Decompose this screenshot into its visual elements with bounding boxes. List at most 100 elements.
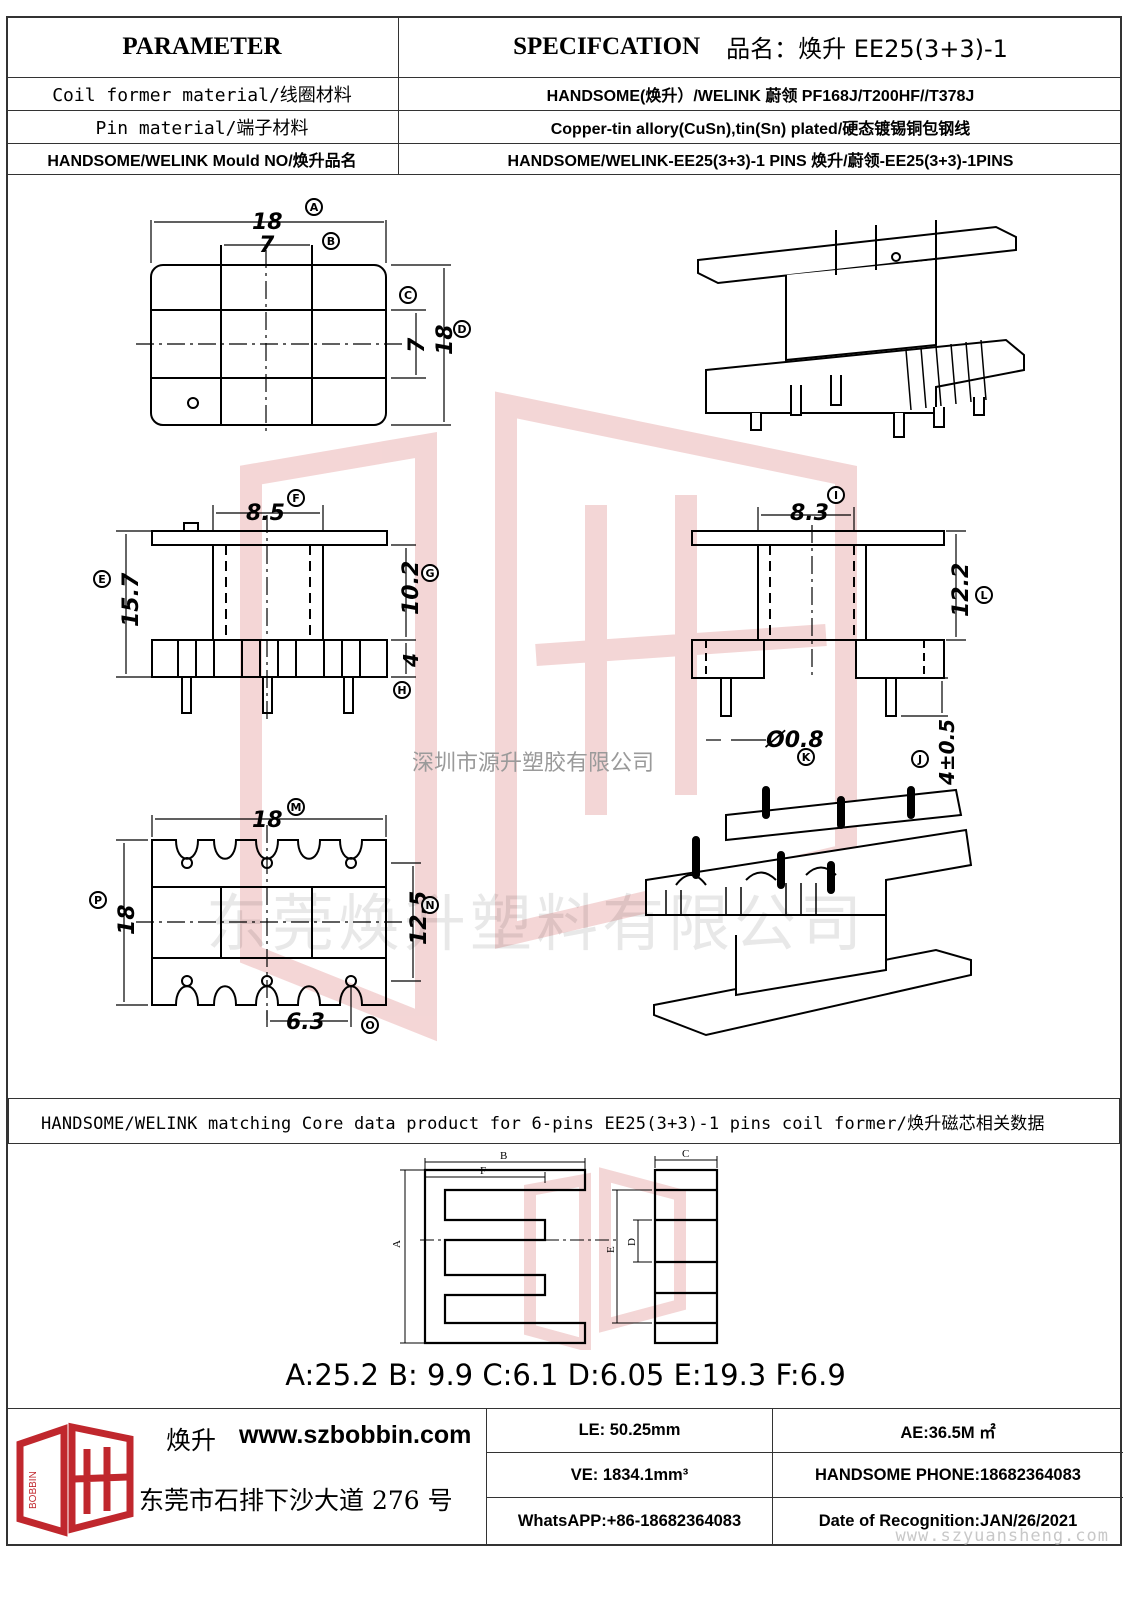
coil-material-label: Coil former material/线圈材料 xyxy=(52,85,352,106)
marker-circle-k xyxy=(797,748,815,766)
e-core-front-dims xyxy=(400,1158,620,1344)
pin-material-label: Pin material/端子材料 xyxy=(95,118,309,139)
marker-circle-b xyxy=(322,232,340,250)
isometric-view-top xyxy=(697,220,1025,438)
company-watermark-small: 深圳市源升塑胶有限公司 xyxy=(412,751,654,776)
footer-whatsapp: WhatsAPP:+86-18682364083 xyxy=(487,1498,773,1545)
bottom-view xyxy=(116,815,421,1027)
marker-circle-c xyxy=(399,286,417,304)
marker-circle-a xyxy=(305,198,323,216)
footer-table: BOBBIN 焕升 www.szbobbin.com 东莞市石排下沙大道 276… xyxy=(6,1408,1123,1546)
e-core-side xyxy=(653,1168,719,1345)
dim-o: 6.3 xyxy=(286,1010,325,1035)
bobbin-logo: BOBBIN xyxy=(16,1422,134,1537)
ve-value: VE: 1834.1mm³ xyxy=(570,1465,689,1484)
core-dimension-values: A:25.2 B: 9.9 C:6.1 D:6.05 E:19.3 F:6.9 xyxy=(285,1358,846,1392)
dim-b: 7 xyxy=(259,233,275,258)
marker-letter-c: C xyxy=(404,289,412,302)
marker-letter-n: N xyxy=(425,899,434,912)
core-label-f: F xyxy=(480,1165,486,1177)
marker-letter-m: M xyxy=(291,801,302,814)
coil-material-value: HANDSOME(焕升）/WELINK 蔚领 PF168J/T200HF//T3… xyxy=(546,88,975,105)
dim-h: 4 xyxy=(399,653,423,668)
ae-value: AE:36.5M ㎡ xyxy=(900,1423,996,1442)
url-watermark: www.szyuansheng.com xyxy=(895,1526,1109,1546)
footer-phone: HANDSOME PHONE:18682364083 xyxy=(773,1453,1123,1498)
product-name: 品名：焕升 EE25(3+3)-1 xyxy=(726,35,1008,63)
header-row-coil-material: Coil former material/线圈材料 HANDSOME(焕升）/W… xyxy=(6,78,1122,111)
front-view xyxy=(116,505,416,720)
dim-l: 12.2 xyxy=(949,563,974,617)
core-label-c: C xyxy=(682,1150,689,1160)
marker-letter-k: K xyxy=(802,751,811,764)
dim-p: 18 xyxy=(115,904,140,935)
core-data-title-text: HANDSOME/WELINK matching Core data produ… xyxy=(41,1113,1045,1134)
footer-brand: 焕升 xyxy=(166,1426,217,1455)
marker-letter-i: I xyxy=(834,489,838,502)
core-logo-watermark xyxy=(524,1167,686,1350)
marker-letter-h: H xyxy=(397,684,406,697)
mould-no-label: HANDSOME/WELINK Mould NO/焕升品名 xyxy=(47,153,357,170)
footer-le: LE: 50.25mm xyxy=(487,1409,773,1453)
marker-letter-j: J xyxy=(917,753,922,766)
dim-j: 4±0.5 xyxy=(935,719,959,786)
dim-i: 8.3 xyxy=(790,501,829,526)
dim-k: Ø0.8 xyxy=(764,728,824,753)
bobbin-technical-drawing: 18 7 7 18 15.7 8.5 10.2 4 xyxy=(89,198,1025,1042)
dim-a: 18 xyxy=(252,210,283,235)
marker-circle-f xyxy=(287,489,305,507)
dim-g: 10.2 xyxy=(399,561,424,615)
core-label-e: E xyxy=(605,1246,617,1253)
footer-website[interactable]: www.szbobbin.com xyxy=(239,1421,472,1449)
e-core-side-dims xyxy=(612,1156,718,1324)
marker-letter-g: G xyxy=(425,567,434,580)
footer-ae: AE:36.5M ㎡ xyxy=(773,1409,1123,1453)
marker-letter-a: A xyxy=(310,201,319,214)
company-watermark-large: 东莞焕升塑料有限公司 xyxy=(206,887,866,960)
parameter-heading: PARAMETER xyxy=(122,32,282,60)
footer-ve: VE: 1834.1mm³ xyxy=(487,1453,773,1498)
dim-f: 8.5 xyxy=(246,501,285,526)
logo-text: BOBBIN xyxy=(28,1471,39,1509)
core-label-b: B xyxy=(500,1150,507,1162)
header-row-pin-material: Pin material/端子材料 Copper-tin allory(CuSn… xyxy=(6,111,1122,144)
pin-material-value: Copper-tin allory(CuSn),tin(Sn) plated/硬… xyxy=(550,121,971,138)
marker-circle-l xyxy=(975,586,993,604)
mould-no-value: HANDSOME/WELINK-EE25(3+3)-1 PINS 焕升/蔚领-E… xyxy=(507,153,1014,170)
marker-circle-e xyxy=(93,570,111,588)
header-row-mould-no: HANDSOME/WELINK Mould NO/焕升品名 HANDSOME/W… xyxy=(6,144,1122,175)
marker-circle-g xyxy=(421,564,439,582)
date-value: Date of Recognition:JAN/26/2021 xyxy=(818,1512,1078,1530)
e-core-front xyxy=(423,1168,587,1345)
core-label-d: D xyxy=(626,1238,638,1246)
marker-letter-o: O xyxy=(365,1019,374,1032)
dim-m: 18 xyxy=(252,808,283,833)
marker-letter-p: P xyxy=(94,894,102,907)
footer-date: Date of Recognition:JAN/26/2021 xyxy=(773,1498,1123,1545)
logo-watermark xyxy=(240,391,857,1042)
marker-letter-d: D xyxy=(457,323,466,336)
phone-value: HANDSOME PHONE:18682364083 xyxy=(815,1465,1081,1484)
top-view xyxy=(136,220,451,435)
marker-circle-m xyxy=(287,798,305,816)
marker-circle-d xyxy=(453,320,471,338)
page-frame xyxy=(6,16,1122,1546)
marker-circle-o xyxy=(361,1016,379,1034)
marker-circle-h xyxy=(393,681,411,699)
footer-address: 东莞市石排下沙大道 276 号 xyxy=(139,1486,453,1515)
marker-letter-b: B xyxy=(327,235,335,248)
core-drawing: B F A C E D xyxy=(391,1150,719,1350)
marker-letter-f: F xyxy=(292,492,300,505)
dim-e: 15.7 xyxy=(119,572,144,627)
le-value: LE: 50.25mm xyxy=(578,1421,681,1439)
marker-circle-i xyxy=(827,486,845,504)
marker-circle-p xyxy=(89,891,107,909)
whatsapp-value: WhatsAPP:+86-18682364083 xyxy=(517,1512,742,1530)
core-label-a: A xyxy=(391,1240,403,1248)
marker-letter-e: E xyxy=(98,573,106,586)
footer-spec-grid: LE: 50.25mm AE:36.5M ㎡ VE: 1834.1mm³ HAN… xyxy=(486,1409,1123,1545)
isometric-view-bottom xyxy=(645,786,973,1037)
